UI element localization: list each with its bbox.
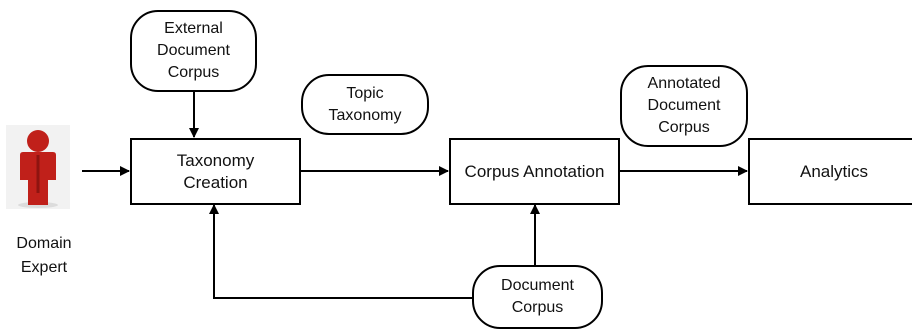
domain-expert (6, 125, 70, 209)
document-corpus-node: Document Corpus (472, 265, 603, 329)
domain-expert-label: Domain Expert (16, 235, 72, 276)
topic-taxonomy-node: Topic Taxonomy (301, 74, 429, 135)
corpus-annotation-box: Corpus Annotation (449, 138, 620, 205)
annotated-document-corpus-node: Annotated Document Corpus (620, 65, 748, 147)
person-icon (6, 125, 70, 209)
analytics-box: Analytics (748, 138, 912, 205)
taxonomy-creation-box: Taxonomy Creation (130, 138, 301, 205)
arrow-corpus-to-taxonomy (209, 204, 472, 299)
external-document-corpus-node: External Document Corpus (130, 10, 257, 92)
